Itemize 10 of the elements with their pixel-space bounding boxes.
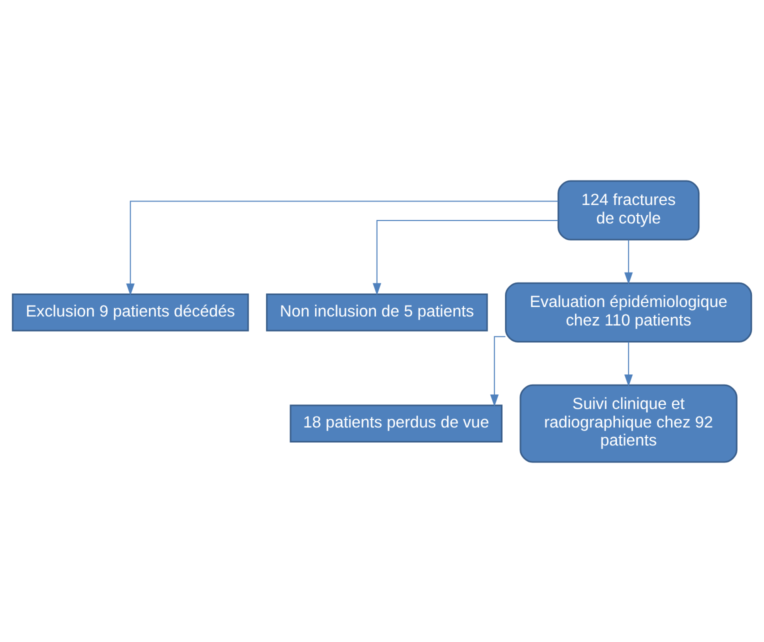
arrow	[372, 219, 558, 295]
node-box: Non inclusion de 5 patients	[266, 292, 488, 331]
node-box: Suivi clinique et radiographique chez 92 patients	[520, 384, 738, 462]
node-box: Evaluation épidémiologique chez 110 patients	[505, 282, 752, 342]
node-box: 18 patients perdus de vue	[290, 404, 502, 442]
arrow	[624, 341, 633, 386]
node-box: Exclusion 9 patients décédés	[12, 292, 249, 331]
arrow	[624, 239, 633, 284]
arrow	[126, 200, 558, 296]
node-box: 124 fractures de cotyle	[558, 180, 700, 240]
